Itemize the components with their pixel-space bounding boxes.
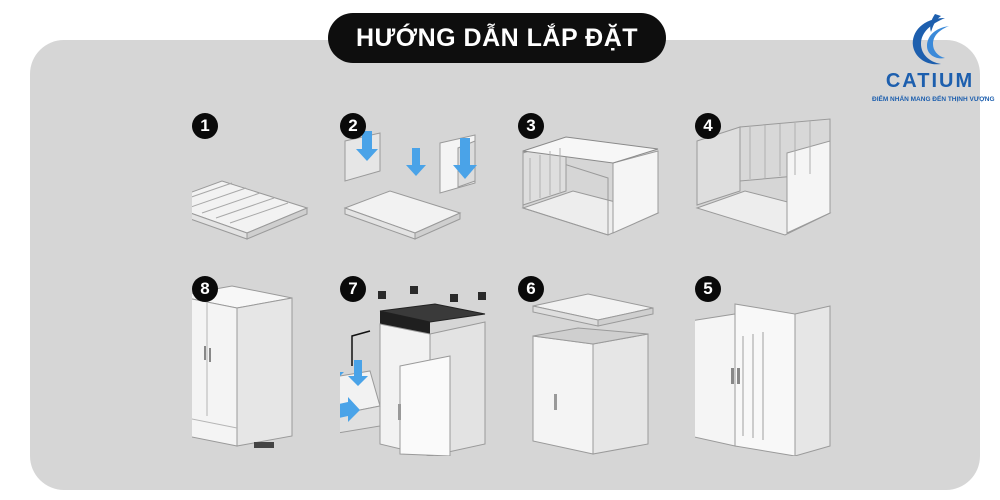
step-number-badge: 3 [518,113,544,139]
step-5: 5 [695,276,865,456]
step-7-illustration [340,286,486,456]
step-number-badge: 4 [695,113,721,139]
page-title: HƯỚNG DẪN LẮP ĐẶT [355,23,639,52]
logo-tagline: ĐIỂM NHẤN MANG ĐẾN THỊNH VƯỢNG [872,96,995,103]
step-3-illustration [521,136,660,236]
step-8-illustration [192,285,293,448]
down-arrow-icon [356,131,477,179]
step-1: 1 [192,113,362,293]
step-number-badge: 5 [695,276,721,302]
step-number-badge: 8 [192,276,218,302]
step-number-badge: 6 [518,276,544,302]
step-5-illustration [695,303,831,456]
step-3: 3 [518,113,688,293]
down-arrow-icon [340,360,368,386]
step-number-badge: 1 [192,113,218,139]
logo-wordmark: CATIUM [885,70,975,92]
step-6-illustration [532,293,654,455]
foot-icon [378,286,486,302]
slide-arrow-icon [340,397,360,422]
step-6: 6 [518,276,688,456]
step-1-illustration [192,180,309,240]
step-4: 4 [695,113,865,293]
title-banner: HƯỚNG DẪN LẮP ĐẶT [328,13,666,63]
step-8: 8 [192,276,362,456]
step-number-badge: 7 [340,276,366,302]
step-7: 7 [340,276,510,456]
catium-logo: CATIUM ĐIỂM NHẤN MANG ĐẾN THỊNH VƯỢNG [872,12,995,112]
step-2-illustration [343,131,477,240]
step-2: 2 [340,113,510,293]
step-4-illustration [695,118,832,236]
logo-swoosh-icon [912,14,949,65]
step-number-badge: 2 [340,113,366,139]
